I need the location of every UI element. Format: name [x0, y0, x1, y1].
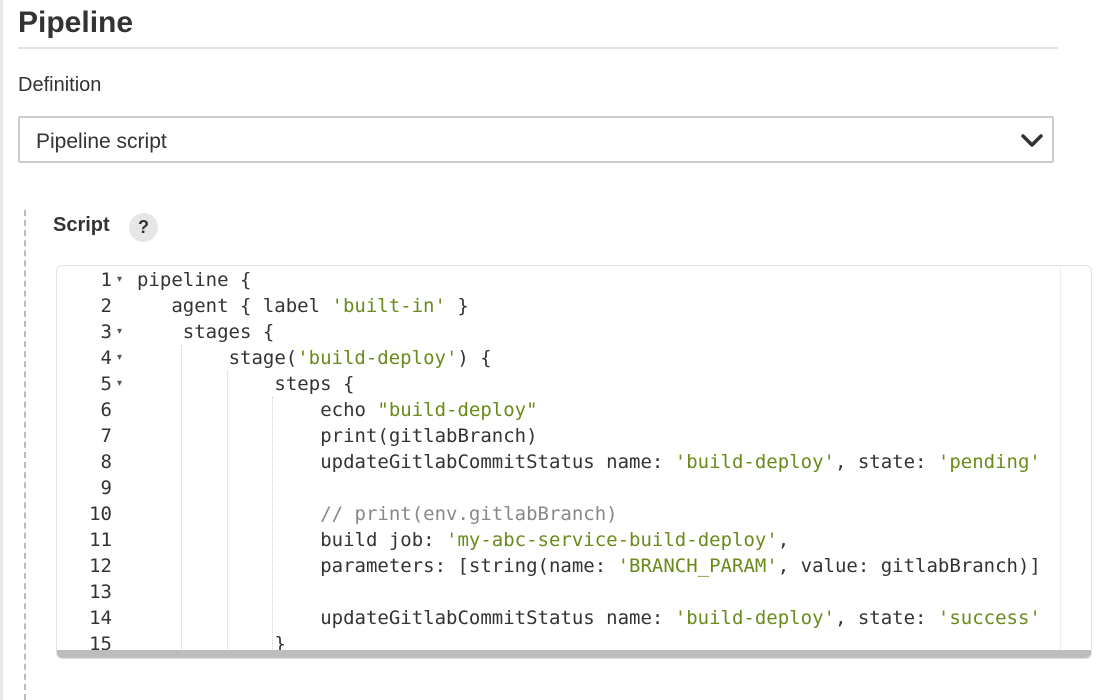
- code-string: 'build-deploy': [674, 451, 835, 473]
- code-string: 'my-abc-service-build-deploy': [446, 529, 778, 551]
- code-text: , state:: [834, 607, 938, 629]
- line-number: 15: [89, 633, 112, 655]
- code-text: parameters: [string(name:: [320, 555, 618, 577]
- code-line: print(gitlabBranch): [320, 423, 537, 449]
- line-number: 13: [89, 581, 112, 603]
- fold-arrow-icon[interactable]: ▾: [117, 378, 123, 389]
- horizontal-scrollbar[interactable]: [57, 650, 1091, 658]
- definition-select-value: Pipeline script: [36, 130, 167, 153]
- code-text: }: [274, 633, 286, 655]
- code-text: , state:: [834, 451, 938, 473]
- code-string: 'build-deploy': [297, 347, 458, 369]
- indent-guide: [226, 371, 228, 658]
- section-title: Pipeline: [18, 6, 134, 39]
- code-text: updateGitlabCommitStatus name:: [320, 607, 675, 629]
- code-string: 'build-deploy': [674, 607, 835, 629]
- code-text: build job:: [320, 529, 447, 551]
- code-line: stage('build-deploy') {: [229, 345, 492, 371]
- code-string: 'pending': [937, 451, 1041, 473]
- code-text: ,: [777, 529, 790, 551]
- line-number: 2: [100, 295, 112, 317]
- line-number: 1: [100, 269, 112, 291]
- fold-arrow-icon[interactable]: ▾: [117, 352, 123, 363]
- code-comment: // print(env.gitlabBranch): [320, 503, 618, 525]
- code-line: updateGitlabCommitStatus name: 'build-de…: [320, 449, 1041, 475]
- code-line: }: [274, 631, 285, 657]
- line-number-gutter: 1 ▾ 2 3 ▾ 4 ▾ 5 ▾ 6 7 8 9 10 11 12 13 14 15: [57, 266, 135, 658]
- code-line: build job: 'my-abc-service-build-deploy'…: [320, 527, 789, 553]
- line-number: 3: [100, 321, 112, 343]
- code-line: agent { label 'built-in' }: [171, 293, 468, 319]
- line-number: 14: [89, 607, 112, 629]
- script-label: Script: [53, 214, 110, 236]
- code-string: 'success': [937, 607, 1041, 629]
- code-line: steps {: [274, 371, 354, 397]
- code-text: pipeline {: [137, 269, 252, 291]
- code-text: , value: gitlabBranch)]: [777, 555, 1041, 577]
- line-number: 7: [100, 425, 112, 447]
- line-number: 10: [89, 503, 112, 525]
- code-string: 'BRANCH_PARAM': [617, 555, 778, 577]
- code-text: stage(: [228, 347, 298, 369]
- chevron-down-icon[interactable]: [1020, 128, 1044, 152]
- line-number: 5: [100, 373, 112, 395]
- indent-guide: [180, 345, 182, 658]
- indent-guide: [272, 397, 274, 657]
- fold-arrow-icon[interactable]: ▾: [117, 326, 123, 337]
- code-text: ) {: [457, 347, 492, 369]
- code-line: updateGitlabCommitStatus name: 'build-de…: [320, 605, 1041, 631]
- code-text: stages {: [182, 321, 275, 343]
- title-divider: [18, 47, 1058, 49]
- line-number: 6: [100, 399, 112, 421]
- code-text: steps {: [274, 373, 355, 395]
- left-border: [0, 0, 3, 700]
- code-text: echo: [320, 399, 378, 421]
- definition-select[interactable]: Pipeline script: [18, 116, 1054, 163]
- editor-scroll-column: [1060, 266, 1091, 658]
- line-number: 4: [100, 347, 112, 369]
- code-text: print(gitlabBranch): [320, 425, 538, 447]
- code-string: 'built-in': [331, 295, 446, 317]
- line-number: 12: [89, 555, 112, 577]
- code-text: }: [445, 295, 469, 317]
- code-text: updateGitlabCommitStatus name:: [320, 451, 675, 473]
- line-number: 9: [100, 477, 112, 499]
- nested-section-indicator: [24, 210, 26, 700]
- code-string: "build-deploy": [377, 399, 538, 421]
- fold-arrow-icon[interactable]: ▾: [117, 274, 123, 285]
- code-line: echo "build-deploy": [320, 397, 537, 423]
- code-text: agent { label: [171, 295, 332, 317]
- line-number: 11: [89, 529, 112, 551]
- definition-label: Definition: [18, 74, 102, 96]
- code-line: pipeline {: [137, 267, 251, 293]
- code-line: // print(env.gitlabBranch): [320, 501, 617, 527]
- code-area[interactable]: pipeline {agent { label 'built-in' }stag…: [137, 266, 1059, 658]
- code-line: parameters: [string(name: 'BRANCH_PARAM'…: [320, 553, 1041, 579]
- code-line: stages {: [183, 319, 275, 345]
- line-number: 8: [100, 451, 112, 473]
- help-icon[interactable]: ?: [129, 213, 158, 242]
